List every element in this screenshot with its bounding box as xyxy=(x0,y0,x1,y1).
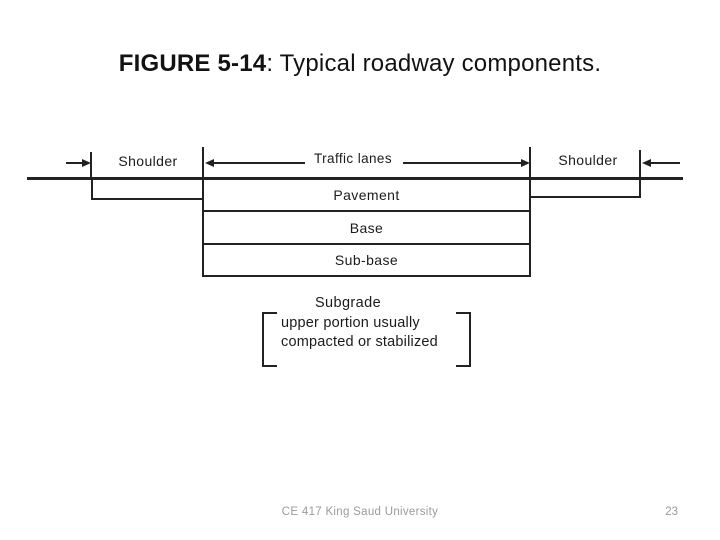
layer-label-pavement: Pavement xyxy=(333,187,400,203)
subgrade-note-line1: upper portion usually xyxy=(281,315,420,331)
traffic-lanes-dim-line-right xyxy=(403,162,523,164)
layer-label-base: Base xyxy=(349,220,384,236)
dim-label-shoulder-right: Shoulder xyxy=(558,152,618,168)
page-title: FIGURE 5-14: Typical roadway components. xyxy=(0,50,720,78)
base-subbase-divider xyxy=(204,243,529,245)
dimension-tick-left-outer xyxy=(90,152,92,179)
subgrade-note: upper portion usually compacted or stabi… xyxy=(281,314,438,352)
right-bracket-icon xyxy=(456,312,471,367)
arrow-right-icon xyxy=(82,159,91,167)
dim-label-shoulder-left: Shoulder xyxy=(118,153,178,169)
dimension-tick-right-outer xyxy=(639,150,641,177)
dimension-tick-right-inner xyxy=(529,147,531,179)
left-shoulder-edge xyxy=(91,179,93,200)
figure-number: FIGURE 5-14 xyxy=(118,50,267,77)
arrow-right-icon xyxy=(521,159,530,167)
right-shoulder-edge xyxy=(639,177,641,198)
right-outer-arrow-line xyxy=(650,162,680,164)
figure-caption: : Typical roadway components. xyxy=(266,50,602,77)
left-shoulder-bottom xyxy=(91,198,204,200)
right-shoulder-bottom xyxy=(529,196,641,198)
pavement-base-divider xyxy=(204,210,529,212)
pavement-structure-box xyxy=(202,178,531,277)
dim-label-traffic-lanes: Traffic lanes xyxy=(314,151,392,166)
left-bracket-icon xyxy=(262,312,277,367)
arrow-left-icon xyxy=(642,159,651,167)
arrow-left-icon xyxy=(205,159,214,167)
footer-text: CE 417 King Saud University xyxy=(281,506,439,518)
left-outer-arrow-line xyxy=(66,162,84,164)
dimension-tick-left-inner xyxy=(202,147,204,179)
subgrade-label: Subgrade xyxy=(314,295,382,311)
layer-label-subbase: Sub-base xyxy=(334,252,399,268)
traffic-lanes-dim-line-left xyxy=(213,162,305,164)
subgrade-note-line2: compacted or stabilized xyxy=(281,334,438,350)
page-number: 23 xyxy=(665,506,678,518)
